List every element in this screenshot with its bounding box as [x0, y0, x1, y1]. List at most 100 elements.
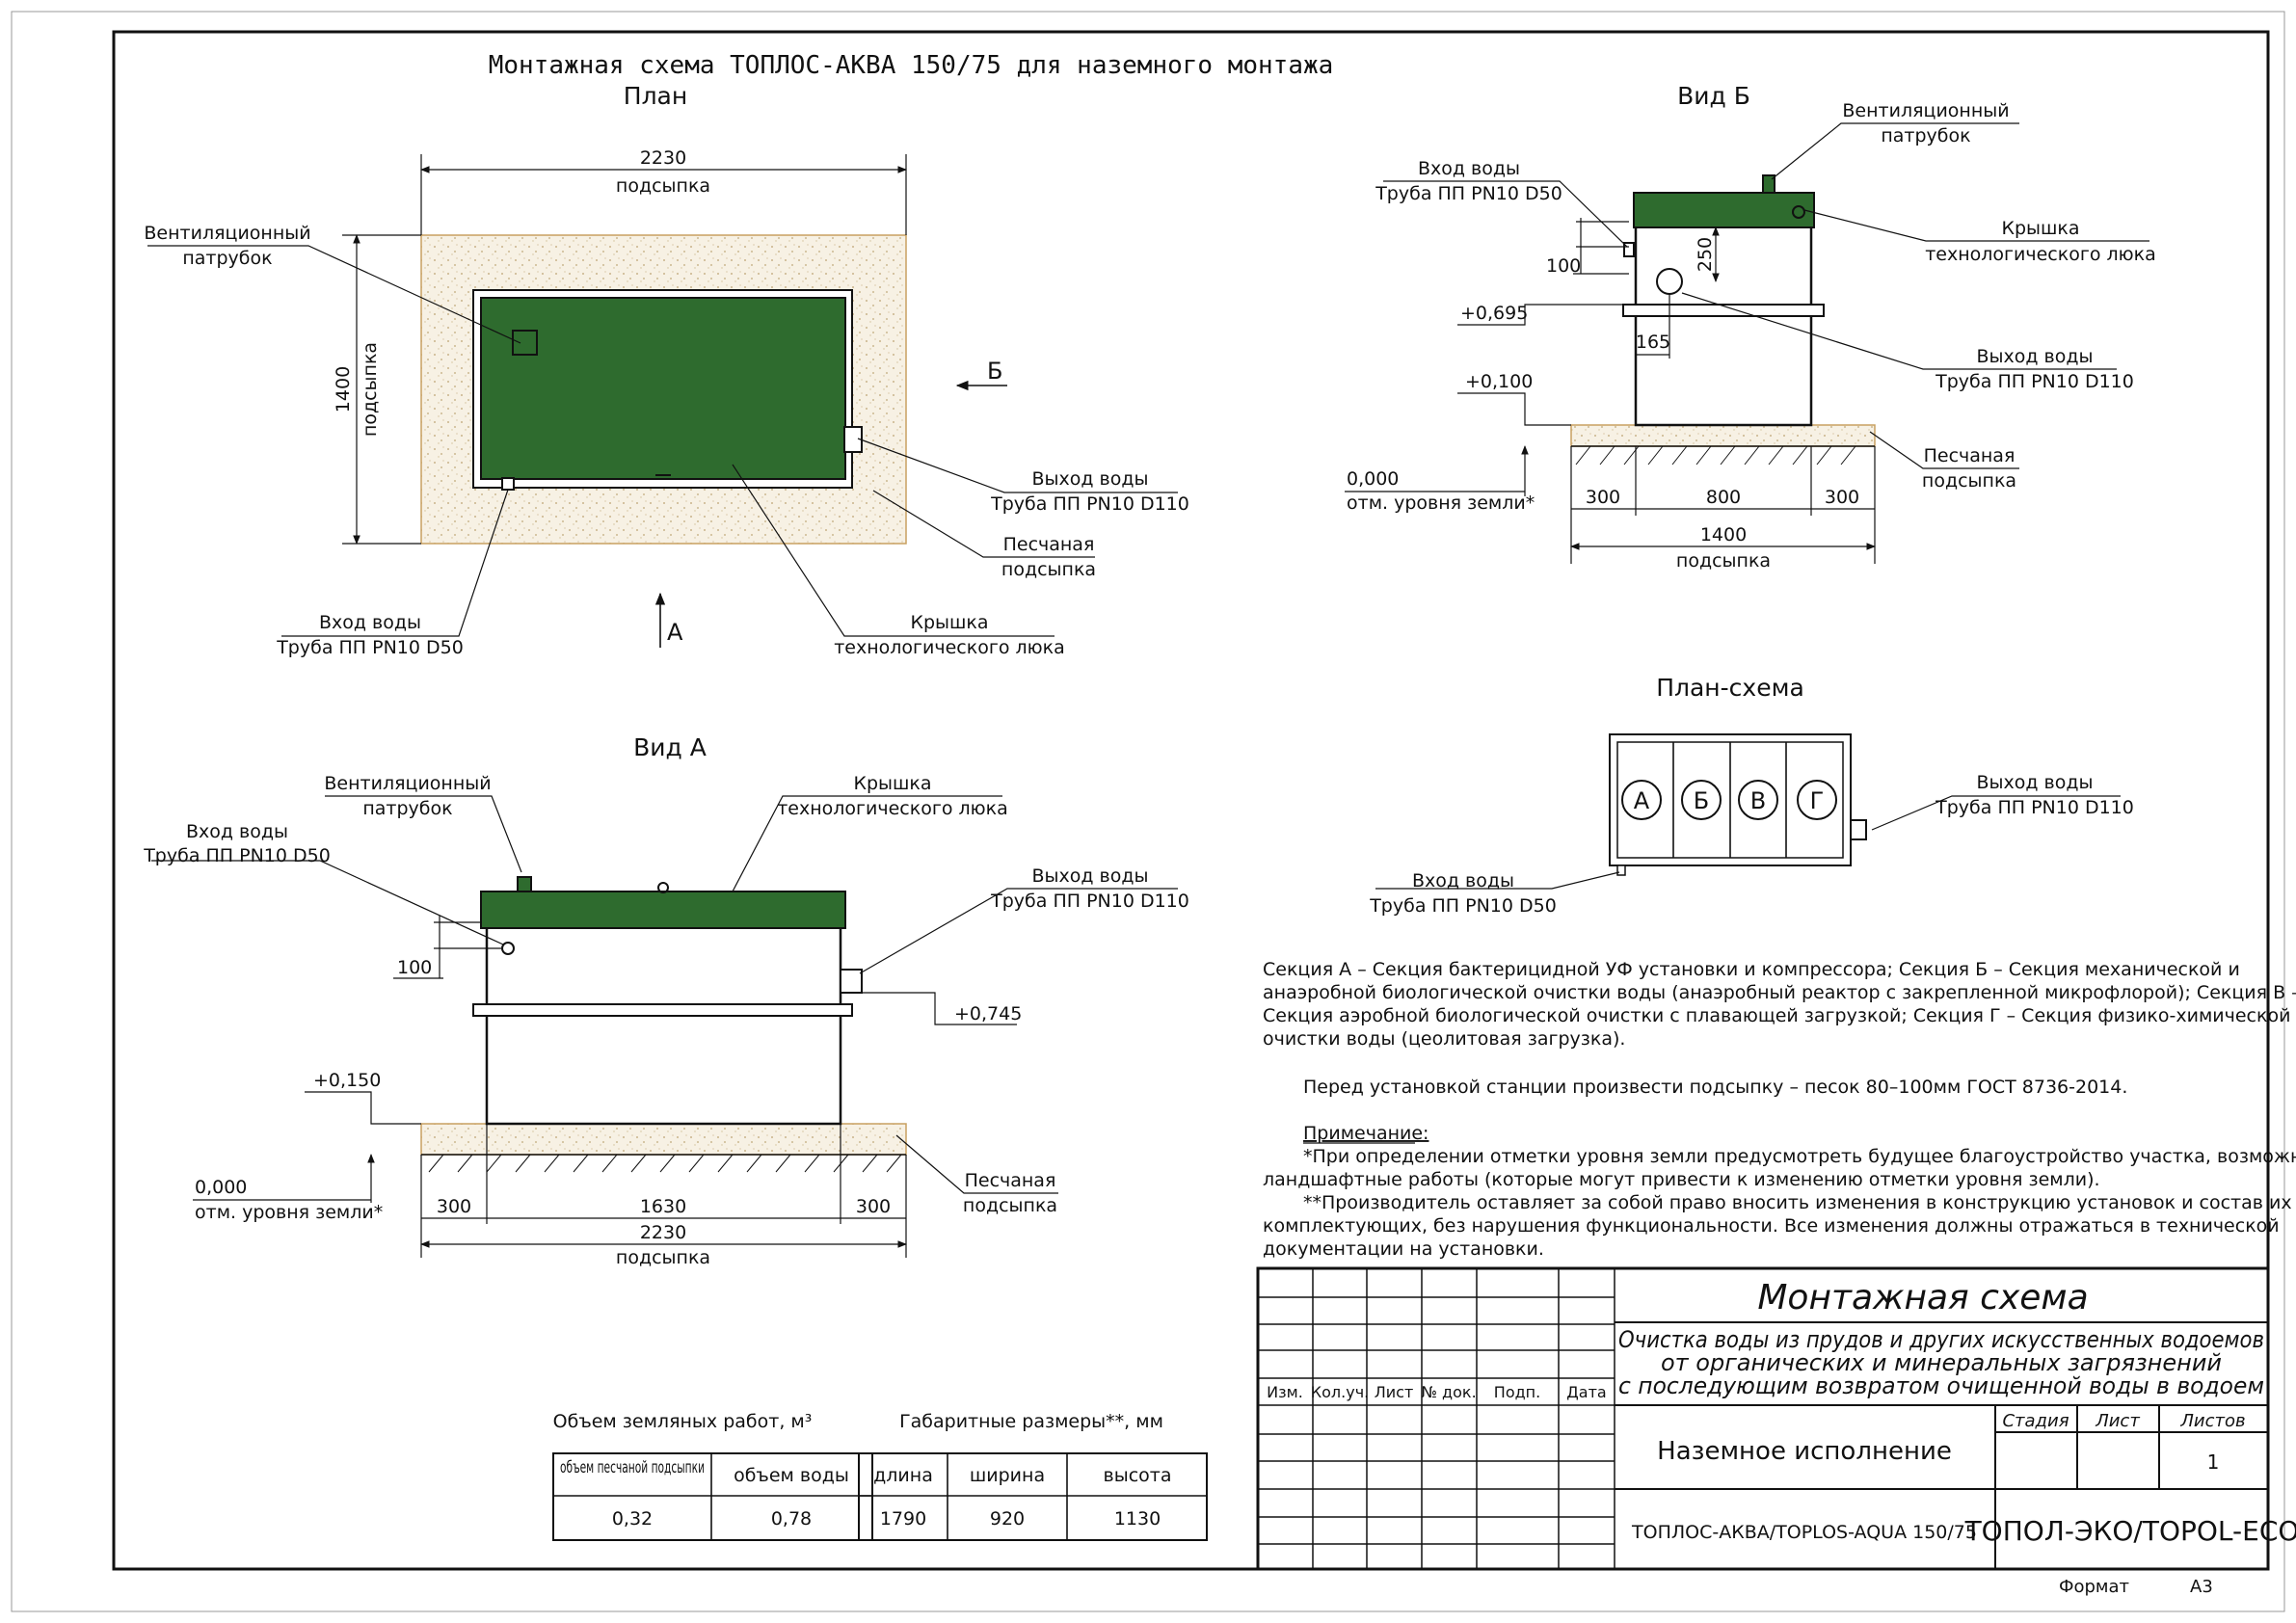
stamp-doc-code: ТОПЛОС-АКВА/TOPLOS-AQUA 150/75: [1631, 1522, 1977, 1543]
view-a-sand-label-2: подсыпка: [963, 1195, 1057, 1216]
format-label: Формат: [2059, 1577, 2129, 1597]
dimensions-table: Габаритные размеры**, мм длина ширина вы…: [858, 1411, 1208, 1541]
section-v-marker: [1738, 780, 1778, 820]
stamp-sheets-label: Листов: [2179, 1411, 2245, 1431]
view-b-elev-100: +0,100: [1465, 371, 1533, 392]
dimensions-title: Габаритные размеры**, мм: [899, 1411, 1163, 1432]
view-b-sand-label-1: Песчаная: [1924, 445, 2016, 466]
earthworks-title: Объем земляных работ, м³: [553, 1411, 813, 1432]
outer-trim-frame: [11, 11, 2285, 1612]
dim-header-length: длина: [873, 1465, 933, 1486]
stamp-col-data: Дата: [1566, 1383, 1606, 1401]
sections-line-1: Секция А – Секция бактерицидной УФ устан…: [1263, 959, 2240, 980]
view-a-vent-label-1: Вентиляционный: [324, 773, 491, 794]
view-a-dim-300b: 300: [856, 1196, 891, 1217]
stamp-main-title: Монтажная схема: [1757, 1278, 2088, 1317]
stamp-col-podp: Подп.: [1494, 1383, 1540, 1401]
view-a-dim-300a: 300: [437, 1196, 471, 1217]
dim-header-height: высота: [1104, 1465, 1172, 1486]
view-a-outlet-pipe: [840, 969, 863, 994]
section-v-label: В: [1750, 787, 1766, 814]
view-b-inlet-label-1: Вход воды: [1418, 158, 1520, 179]
dim-value-length: 1790: [880, 1508, 926, 1530]
view-b-dim-300b: 300: [1825, 487, 1859, 508]
view-a-outlet-label-1: Выход воды: [1031, 865, 1148, 887]
plan-tank-lid: [480, 297, 846, 480]
view-a-inlet-pipe: [501, 942, 515, 955]
plan-vent-label-2: патрубок: [182, 248, 272, 269]
plan-outlet-label-2: Труба ПП PN10 D110: [990, 493, 1189, 515]
plan-dim-height-sub: подсыпка: [360, 342, 381, 437]
plan-scheme-outlet-label-2: Труба ПП PN10 D110: [1935, 797, 2134, 818]
stamp-desc-line-1: Очистка воды из прудов и других искусств…: [1618, 1326, 2264, 1353]
plan-inlet-pipe: [501, 477, 515, 491]
plan-dim-height: 1400: [333, 366, 354, 412]
view-a-vent-pipe: [517, 876, 532, 892]
view-b: Вид Б 100 250 165 +0,695: [1345, 82, 2156, 572]
view-b-inlet-label-2: Труба ПП PN10 D50: [1375, 183, 1562, 204]
view-b-outlet-label-2: Труба ПП PN10 D110: [1935, 371, 2134, 392]
plan-scheme: План-схема А Б В Г Выход воды Труба ПП P…: [1369, 674, 2134, 917]
view-b-inlet-pipe: [1623, 242, 1635, 257]
stamp-col-list: Лист: [1375, 1383, 1414, 1401]
view-a-dim-1630: 1630: [640, 1196, 686, 1217]
view-b-vent-pipe: [1762, 174, 1775, 194]
sections-line-4: очистки воды (цеолитовая загрузка).: [1263, 1028, 1625, 1050]
view-b-vent-label-2: патрубок: [1881, 125, 1970, 146]
stamp-stage-label: Стадия: [2002, 1411, 2069, 1431]
plan-inlet-label-1: Вход воды: [319, 612, 421, 633]
view-b-outlet-label-1: Выход воды: [1976, 346, 2093, 367]
view-a-dim-100: 100: [397, 957, 432, 978]
dim-value-height: 1130: [1114, 1508, 1161, 1530]
view-a-elev-150: +0,150: [313, 1070, 381, 1091]
view-a-inlet-label-2: Труба ПП PN10 D50: [143, 845, 331, 866]
view-a-outlet-label-2: Труба ПП PN10 D110: [990, 891, 1189, 912]
view-a: Вид А 100 +0,745 +0,150: [143, 733, 1189, 1268]
view-b-dim-250: 250: [1695, 237, 1716, 272]
view-b-dim-1400: 1400: [1700, 524, 1747, 545]
view-a-inlet-label-1: Вход воды: [186, 821, 288, 842]
section-a-marker: [1621, 780, 1662, 820]
plan-scheme-inlet: [1616, 865, 1626, 876]
section-g-label: Г: [1810, 787, 1825, 814]
view-b-lid-label-2: технологического люка: [1925, 244, 2156, 265]
view-a-title: Вид А: [633, 733, 707, 761]
view-b-elev-695: +0,695: [1460, 303, 1528, 324]
plan-inlet-label-2: Труба ПП PN10 D50: [276, 637, 464, 658]
stamp-sheet-label: Лист: [2095, 1411, 2140, 1431]
view-a-lid: [480, 891, 846, 929]
view-b-outlet-pipe: [1656, 268, 1683, 295]
plan-lid-label-1: Крышка: [910, 612, 988, 633]
title-block: Изм. Кол.уч. Лист № док. Подп. Дата Монт…: [1256, 1266, 2296, 1571]
plan-outlet-label-1: Выход воды: [1031, 468, 1148, 490]
remark-title: Примечание:: [1303, 1123, 1428, 1144]
view-b-lid: [1633, 192, 1815, 228]
sheet-title: Монтажная схема ТОПЛОС-АКВА 150/75 для н…: [489, 51, 1334, 80]
view-b-dim-1400-sub: подсыпка: [1676, 550, 1771, 572]
view-b-ground-value: 0,000: [1347, 468, 1399, 490]
sections-line-3: Секция аэробной биологической очистки с …: [1263, 1005, 2290, 1026]
section-a-label: А: [1634, 787, 1650, 814]
remark-line-3: **Производитель оставляет за собой право…: [1303, 1192, 2292, 1213]
stamp-variant: Наземное исполнение: [1657, 1437, 1952, 1466]
section-b-marker: [1681, 780, 1722, 820]
section-b-label: Б: [1694, 787, 1709, 814]
view-a-lid-label-1: Крышка: [853, 773, 931, 794]
view-a-lid-label-2: технологического люка: [777, 798, 1008, 819]
stamp-col-izm: Изм.: [1267, 1383, 1303, 1401]
view-b-dim-800: 800: [1706, 487, 1741, 508]
stamp-desc-line-3: с последующим возвратом очищенной воды в…: [1618, 1372, 2264, 1399]
plan-vent-label-1: Вентиляционный: [144, 223, 310, 244]
plan-sand-label-2: подсыпка: [1001, 559, 1096, 580]
plan-scheme-inlet-label-1: Вход воды: [1412, 870, 1514, 891]
remark-line-2: ландшафтные работы (которые могут привес…: [1263, 1169, 2100, 1190]
earthworks-header-sand: объем песчаной подсыпки: [560, 1458, 705, 1477]
view-a-sand-bed: [420, 1123, 907, 1156]
view-b-sand-bed: [1570, 424, 1876, 447]
view-a-ground-value: 0,000: [195, 1177, 247, 1198]
earthworks-value-water: 0,78: [771, 1508, 812, 1530]
plan-arrow-a-label: А: [667, 619, 683, 646]
plan-view: План 2230 подсыпка 1400 подсыпка Б А Вен…: [144, 82, 1188, 658]
view-a-vent-label-2: патрубок: [362, 798, 452, 819]
